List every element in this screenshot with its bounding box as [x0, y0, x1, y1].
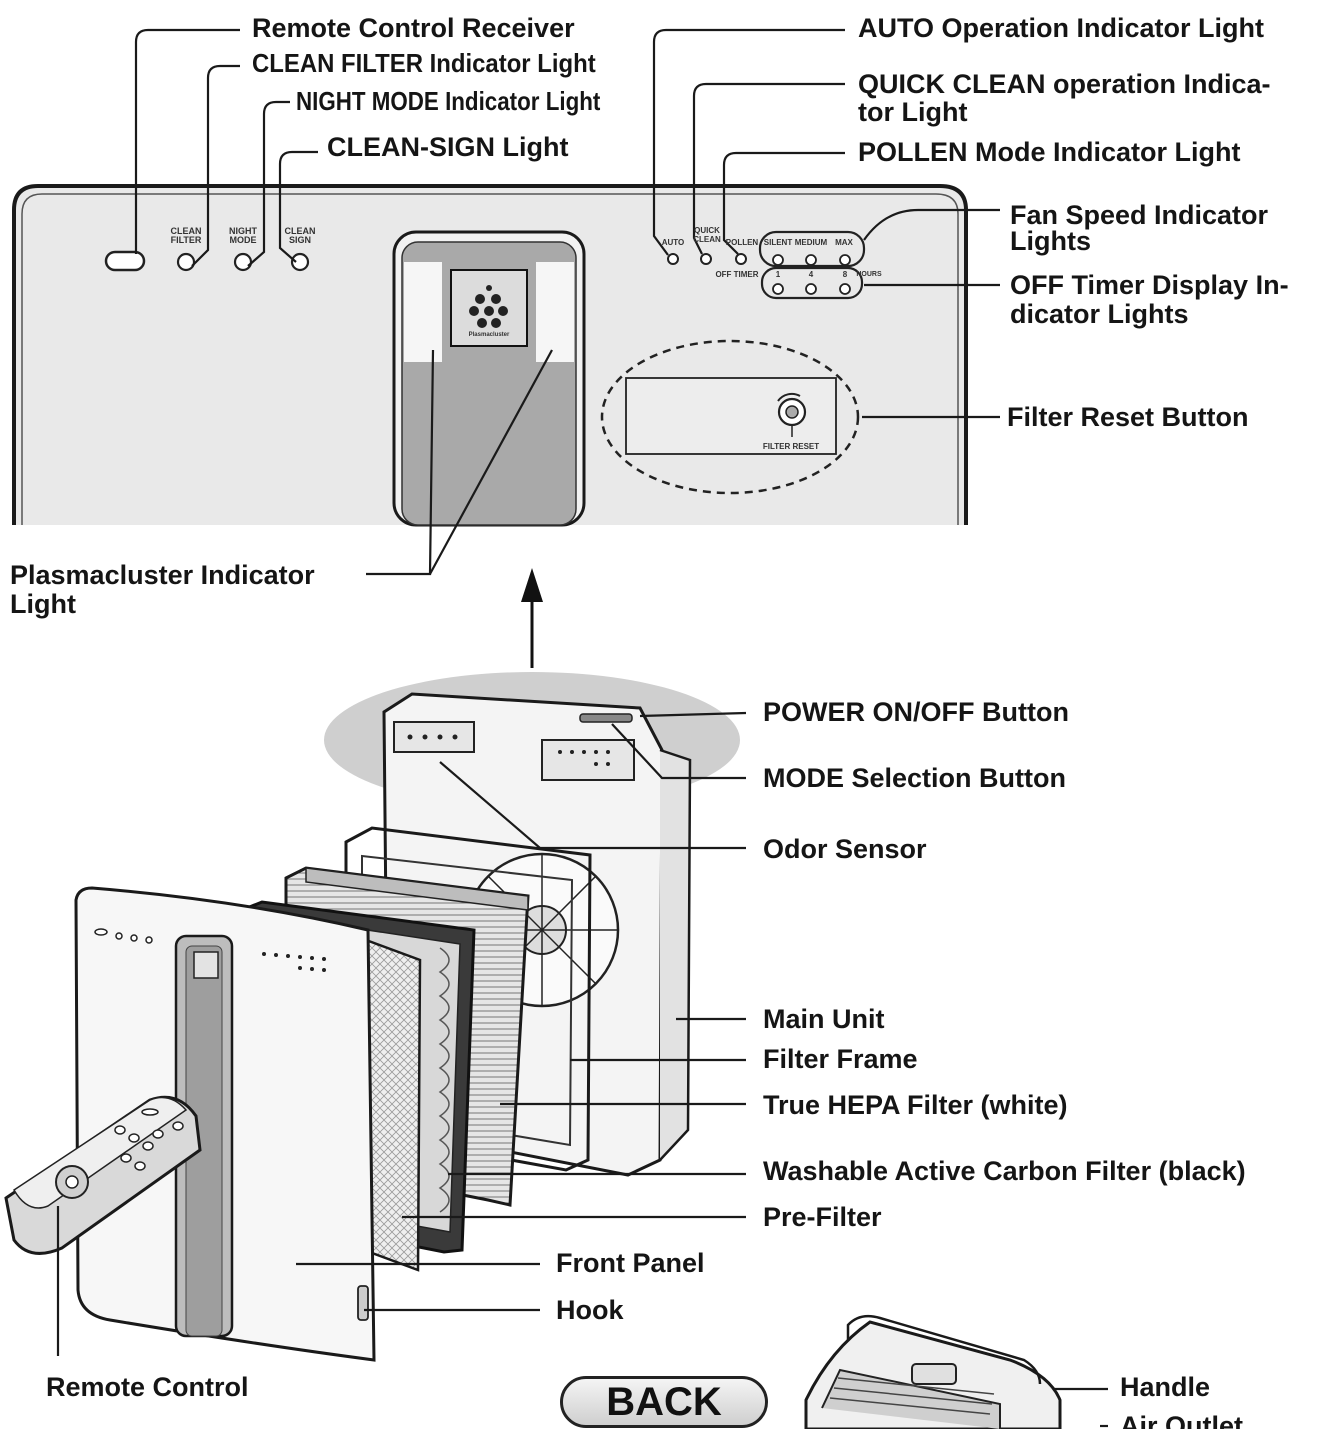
label-clean-filter-light: CLEAN FILTER Indicator Light [252, 48, 596, 78]
label-main-unit: Main Unit [763, 1004, 885, 1034]
quick-clean-led-icon [700, 253, 712, 265]
timer-8-led-icon [839, 283, 851, 295]
label-fan-speed-lights: Fan Speed Indicator Lights [1010, 200, 1269, 256]
panel-text-auto: AUTO [661, 238, 685, 247]
label-odor-sensor: Odor Sensor [763, 834, 927, 864]
remote-control-icon [4, 1095, 202, 1255]
panel-text-timer-8: 8 [842, 270, 848, 279]
label-quick-clean-light: QUICK CLEAN operation Indica- tor Light [858, 69, 1271, 127]
label-filter-reset-button: Filter Reset Button [1007, 402, 1249, 432]
remote-receiver-window [104, 250, 146, 272]
hook-shape [357, 1285, 369, 1321]
auto-led-icon [667, 253, 679, 265]
label-clean-sign-light: CLEAN-SIGN Light [327, 132, 569, 162]
panel-text-off-timer: OFF TIMER [715, 270, 759, 279]
handle-shape [911, 1363, 957, 1385]
clean-filter-led-icon [176, 252, 196, 272]
label-air-outlet: Air Outlet [1120, 1412, 1244, 1429]
label-carbon-filter: Washable Active Carbon Filter (black) [763, 1156, 1246, 1186]
label-pollen-light: POLLEN Mode Indicator Light [858, 137, 1241, 167]
label-pre-filter: Pre-Filter [763, 1202, 882, 1232]
timer-1-led-icon [772, 283, 784, 295]
fan-speed-group [758, 230, 866, 268]
panel-text-clean-sign: CLEAN SIGN [284, 226, 316, 245]
label-hepa-filter: True HEPA Filter (white) [763, 1090, 1068, 1120]
panel-text-medium: MEDIUM [794, 238, 828, 247]
label-filter-frame: Filter Frame [763, 1044, 918, 1074]
plasmacluster-logo-icon [469, 285, 508, 328]
pollen-led-icon [735, 253, 747, 265]
panel-text-timer-4: 4 [808, 270, 814, 279]
panel-text-quick-clean: QUICK CLEAN [693, 226, 721, 244]
back-button[interactable]: BACK [560, 1376, 768, 1428]
panel-text-pollen: POLLEN [725, 238, 759, 247]
exploded-unit [4, 672, 740, 1362]
panel-text-filter-reset: FILTER RESET [762, 442, 820, 451]
label-power-button: POWER ON/OFF Button [763, 697, 1069, 727]
panel-text-timer-1: 1 [775, 270, 781, 279]
control-panel [12, 184, 968, 527]
panel-text-silent: SILENT [763, 238, 793, 247]
label-off-timer-lights: OFF Timer Display In- dicator Lights [1010, 270, 1289, 329]
fan-max-led-icon [839, 254, 851, 266]
label-plasmacluster-light: Plasmacluster Indicator Light [10, 560, 315, 619]
top-leader-lines [134, 28, 1000, 576]
arrow-up-icon [521, 568, 543, 668]
clean-sign-led-icon [290, 252, 310, 272]
panel-text-max: MAX [835, 238, 853, 247]
fan-silent-led-icon [772, 254, 784, 266]
air-outlet-cover [804, 1314, 1062, 1431]
panel-text-hours: HOURS [856, 271, 882, 278]
label-auto-light: AUTO Operation Indicator Light [858, 13, 1265, 43]
label-front-panel: Front Panel [556, 1248, 705, 1278]
label-remote-control: Remote Control [46, 1372, 249, 1402]
panel-text-plasmacluster: Plasmacluster [468, 332, 510, 338]
night-mode-led-icon [233, 252, 253, 272]
panel-text-clean-filter: CLEAN FILTER [170, 226, 202, 245]
label-handle: Handle [1120, 1372, 1211, 1402]
panel-text-night-mode: NIGHT MODE [229, 226, 257, 245]
label-remote-control-receiver: Remote Control Receiver [252, 13, 575, 43]
label-hook: Hook [556, 1295, 624, 1325]
filter-reset-icon [777, 392, 807, 437]
label-mode-button: MODE Selection Button [763, 763, 1066, 793]
timer-4-led-icon [805, 283, 817, 295]
fan-medium-led-icon [805, 254, 817, 266]
off-timer-group [760, 266, 864, 300]
label-night-mode-light: NIGHT MODE Indicator Light [296, 86, 601, 116]
